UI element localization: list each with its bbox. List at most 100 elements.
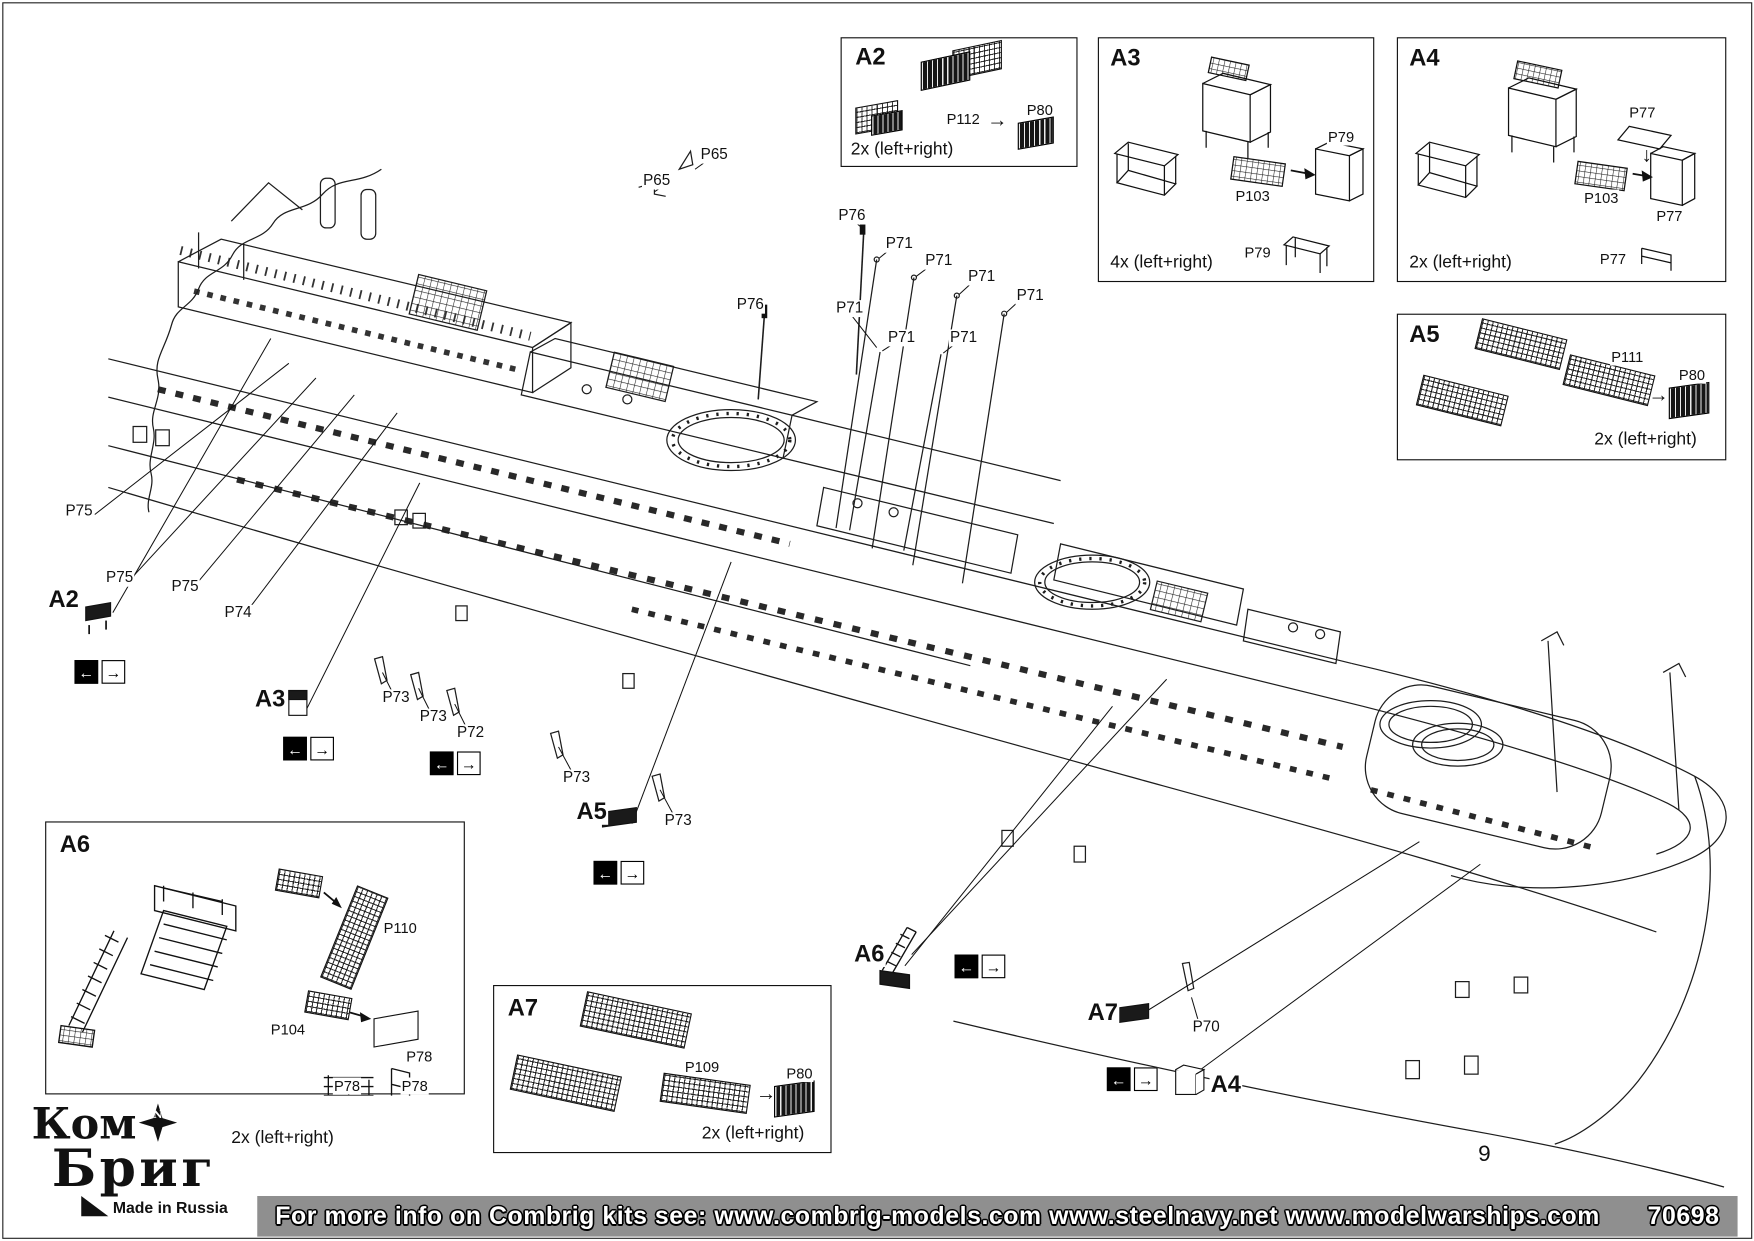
- logo-text-brig: Бриг: [51, 1137, 217, 1199]
- part-drawing-grating: [659, 1072, 751, 1114]
- placement-indicator: ←→: [593, 860, 645, 885]
- part-label: P71: [948, 328, 979, 347]
- part-label: P80: [1677, 366, 1707, 384]
- part-label: P71: [1015, 286, 1045, 305]
- part-drawing-grating-dark: [774, 1080, 815, 1118]
- part-drawing-grating-dark: [1017, 116, 1054, 150]
- quantity-note: 2x (left+right): [850, 139, 954, 160]
- quantity-note: 2x (left+right): [701, 1123, 805, 1143]
- arrow-right-icon: →: [456, 751, 481, 776]
- arrow-right-icon: →: [1648, 383, 1669, 407]
- part-label: P73: [561, 768, 592, 787]
- compass-star-icon: N: [138, 1103, 178, 1142]
- inset-a5: P111 → P80 2x (left+right) A5: [1396, 313, 1727, 461]
- arrow-right-icon: →: [310, 736, 334, 761]
- part-label: P73: [381, 688, 411, 707]
- part-label: P77: [1655, 207, 1684, 225]
- footer-info-text: For more info on Combrig kits see: www.c…: [275, 1201, 1600, 1230]
- part-label: P71: [886, 328, 917, 347]
- inset-a4-title: A4: [1409, 45, 1440, 72]
- assembly-label: A6: [852, 941, 886, 968]
- part-label: P79: [1243, 243, 1272, 261]
- inset-a6: A6 P110 P104 P78 P78 P78: [45, 821, 465, 1096]
- arrow-left-icon: ←: [74, 660, 99, 684]
- quantity-note: 2x (left+right): [1409, 252, 1512, 272]
- quantity-note: 2x (left+right): [231, 1128, 334, 1148]
- part-drawing-stair-grating: [509, 1054, 623, 1112]
- part-label: P75: [104, 568, 135, 587]
- arrow-right-icon: →: [987, 108, 1008, 131]
- leader-lines: [94, 157, 1481, 1071]
- inset-a2: A2 P112 → P80 2x (left+right): [840, 37, 1078, 167]
- part-drawing-grating-dark: [920, 51, 971, 92]
- part-label: P78: [405, 1048, 434, 1066]
- part-drawing-stair-grating: [579, 991, 692, 1049]
- placement-indicator: ←→: [283, 736, 334, 761]
- placement-indicator: ←→: [74, 660, 126, 684]
- a6-part-icon: [879, 926, 917, 990]
- part-label: P75: [170, 577, 200, 596]
- part-label: P75: [64, 502, 94, 520]
- placement-indicator: ←→: [1106, 1067, 1158, 1092]
- page-number: 9: [1478, 1141, 1491, 1167]
- logo-wedge: [81, 1195, 109, 1217]
- inset-a6-drawing: [57, 884, 411, 1096]
- arrow-right-icon: →: [101, 660, 126, 684]
- combrig-logo: Ком N Бриг Made in Russia: [31, 1097, 258, 1217]
- assembly-label: A7: [1086, 999, 1120, 1026]
- quantity-note: 4x (left+right): [1110, 252, 1213, 272]
- part-label: P109: [683, 1058, 721, 1076]
- part-label: P71: [834, 298, 865, 317]
- arrow-left-icon: ←: [283, 736, 307, 761]
- part-label: P77: [1628, 103, 1657, 121]
- part-label: P72: [455, 723, 486, 742]
- inset-a7: A7 P109 → P80 2x (left+right): [493, 985, 832, 1154]
- placement-indicator: ←→: [429, 751, 481, 776]
- part-label: P65: [699, 145, 729, 164]
- assembly-mini-icons: [85, 601, 1206, 1096]
- footer-bar: For more info on Combrig kits see: www.c…: [257, 1195, 1738, 1237]
- part-label: P71: [884, 234, 914, 253]
- part-label: P111: [1610, 348, 1645, 366]
- part-label: P103: [1583, 189, 1620, 207]
- part-drawing-stair-grating: [1415, 374, 1509, 427]
- part-label: P80: [785, 1065, 814, 1083]
- inset-a3-drawing: [1113, 56, 1365, 274]
- logo-tagline: Made in Russia: [112, 1198, 228, 1217]
- arrow-left-icon: ←: [429, 751, 454, 776]
- arrow-left-icon: ←: [954, 954, 979, 979]
- part-label: P77: [1598, 250, 1628, 268]
- part-label: P74: [223, 603, 253, 622]
- part-label: P103: [1234, 187, 1271, 205]
- inset-a4-drawing: [1414, 60, 1697, 271]
- part-label: P78: [400, 1077, 429, 1095]
- inset-a3: A3 P103 P79 P79 4x (left+right): [1097, 37, 1375, 283]
- assembly-label: A5: [575, 798, 608, 825]
- part-label: P76: [735, 295, 766, 314]
- part-drawing-grating-dark: [871, 110, 903, 136]
- part-label: P80: [1025, 101, 1054, 119]
- part-label: P65: [642, 171, 672, 190]
- part-label: P73: [663, 811, 693, 830]
- a4-part-icon: [1175, 1064, 1206, 1096]
- arrow-right-icon: →: [1133, 1067, 1158, 1092]
- arrow-right-icon: →: [755, 1082, 777, 1105]
- part-label: P104: [269, 1021, 307, 1039]
- assembly-label: A3: [253, 686, 287, 713]
- part-drawing-grating-dark: [1668, 381, 1710, 420]
- part-label: P112: [945, 110, 981, 128]
- part-label: P71: [966, 267, 997, 286]
- assembly-label: A2: [47, 586, 80, 613]
- arrow-left-icon: ←: [593, 860, 618, 885]
- a2-part-icon: [85, 601, 112, 635]
- part-label: P79: [1326, 128, 1356, 146]
- inset-a7-title: A7: [507, 995, 539, 1022]
- arrow-right-icon: →: [620, 860, 645, 885]
- inset-a3-title: A3: [1110, 45, 1141, 72]
- part-drawing-stair-grating: [1474, 318, 1568, 371]
- inset-a5-title: A5: [1409, 321, 1440, 348]
- logo-text-kom: Ком: [31, 1097, 137, 1149]
